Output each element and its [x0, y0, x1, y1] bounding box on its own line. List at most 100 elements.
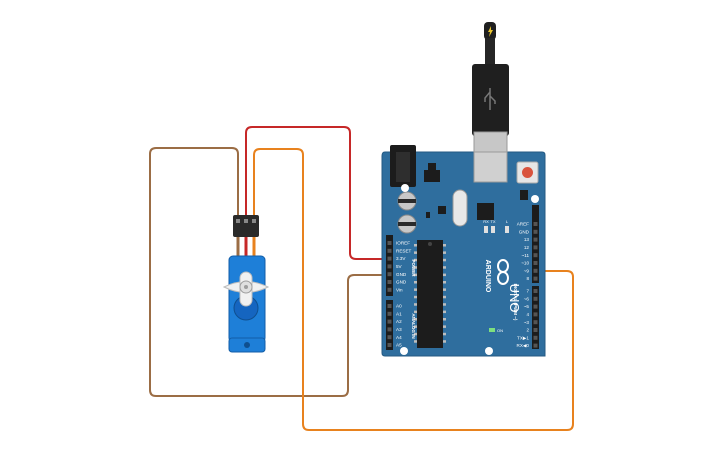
pin-label: A2 — [396, 319, 402, 324]
chip-notch — [428, 242, 432, 246]
servo-connector-pin — [244, 219, 248, 223]
chip-leg — [414, 258, 417, 262]
capacitor-mark — [398, 199, 416, 203]
mounting-hole — [401, 184, 409, 192]
servo-connector-pin — [236, 219, 240, 223]
mounting-hole — [400, 347, 408, 355]
header-pin[interactable] — [387, 241, 392, 245]
chip-leg — [443, 340, 446, 343]
header-pin[interactable] — [533, 245, 538, 250]
pin-label: ~11 — [522, 253, 530, 258]
header-pin[interactable] — [387, 280, 392, 284]
header-pin[interactable] — [387, 319, 392, 324]
pin-label: 3.3V — [396, 256, 406, 261]
header-pin[interactable] — [533, 335, 538, 340]
pin-label: 13 — [524, 237, 530, 242]
tx-led — [491, 226, 495, 233]
l-led — [505, 226, 509, 233]
pin-label: GND — [396, 272, 407, 277]
pin-label: 2 — [526, 328, 529, 333]
lightning-icon — [488, 26, 493, 37]
header-pin[interactable] — [533, 268, 538, 273]
pin-label: 7 — [526, 289, 529, 294]
digital-header-title: DIGITAL (PWM ~) — [513, 284, 518, 321]
servo-mount-hole — [244, 342, 250, 348]
servo-motor[interactable] — [222, 215, 270, 353]
arduino-uno-board[interactable]: TX RX L ON ARDUINO UNO POWER ANALOG IN D… — [381, 145, 546, 357]
voltage-regulator — [424, 170, 440, 182]
icsp-header — [520, 190, 528, 200]
chip-leg — [443, 251, 446, 254]
header-pin[interactable] — [533, 328, 538, 332]
header-pin[interactable] — [533, 261, 538, 265]
pin-label: A5 — [396, 343, 402, 348]
header-pin[interactable] — [387, 287, 392, 292]
header-pin[interactable] — [387, 272, 392, 277]
header-pin[interactable] — [533, 296, 538, 301]
header-pin[interactable] — [387, 256, 392, 261]
usb-port — [473, 151, 508, 183]
header-pin[interactable] — [533, 253, 538, 258]
chip-leg — [443, 295, 446, 299]
small-component — [426, 212, 430, 218]
pin-label: RX◀0 — [517, 343, 530, 348]
chip-leg — [443, 281, 446, 284]
pin-label: Vin — [396, 287, 403, 292]
header-pin[interactable] — [533, 304, 538, 309]
pin-label: IOREF — [396, 241, 410, 246]
arduino-logo-text: ARDUINO — [484, 260, 491, 293]
chip-leg — [414, 318, 417, 321]
chip-leg — [414, 288, 417, 291]
on-led — [489, 328, 495, 332]
chip-leg — [443, 266, 446, 269]
microcontroller-chip — [417, 240, 443, 348]
chip-leg — [414, 295, 417, 299]
digital-header-top — [532, 205, 539, 283]
pin-label: ~6 — [524, 296, 530, 301]
chip-leg — [414, 251, 417, 254]
header-pin[interactable] — [387, 335, 392, 340]
pin-label: AREF — [517, 222, 529, 227]
reset-button[interactable] — [522, 167, 533, 178]
header-pin[interactable] — [387, 264, 392, 269]
pin-label: A3 — [396, 327, 402, 332]
orange-wire-signal[interactable] — [253, 148, 574, 431]
rx-label: RX — [483, 219, 489, 224]
servo-lead-brown — [236, 234, 240, 258]
header-pin[interactable] — [387, 304, 392, 308]
header-pin[interactable] — [533, 276, 538, 281]
chip-leg — [443, 244, 446, 247]
header-pin[interactable] — [387, 343, 392, 347]
header-pin[interactable] — [387, 248, 392, 253]
chip-leg — [414, 332, 417, 336]
chip-leg — [443, 332, 446, 336]
chip-leg — [414, 281, 417, 284]
servo-lead-red — [244, 234, 248, 258]
header-pin[interactable] — [533, 237, 538, 242]
tx-label: TX — [490, 219, 495, 224]
chip-leg — [414, 303, 417, 306]
pin-label: ~5 — [524, 304, 530, 309]
chip-leg — [414, 325, 417, 328]
chip-leg — [414, 310, 417, 314]
header-pin[interactable] — [387, 327, 392, 332]
header-pin[interactable] — [533, 320, 538, 325]
header-pin[interactable] — [533, 222, 538, 226]
analog-header-title: ANALOG IN — [411, 313, 416, 338]
header-pin[interactable] — [533, 229, 538, 234]
pin-label: 12 — [524, 245, 530, 250]
chip-leg — [414, 244, 417, 247]
voltage-regulator-tab — [428, 163, 436, 170]
on-label: ON — [497, 328, 503, 333]
header-pin[interactable] — [533, 289, 538, 293]
header-pin[interactable] — [533, 312, 538, 317]
red-wire-5v[interactable] — [245, 126, 390, 260]
header-pin[interactable] — [387, 311, 392, 316]
chip-legs — [414, 244, 446, 343]
header-pin[interactable] — [533, 343, 538, 348]
pin-label: ~10 — [521, 261, 529, 266]
brown-wire-gnd[interactable] — [149, 147, 390, 397]
